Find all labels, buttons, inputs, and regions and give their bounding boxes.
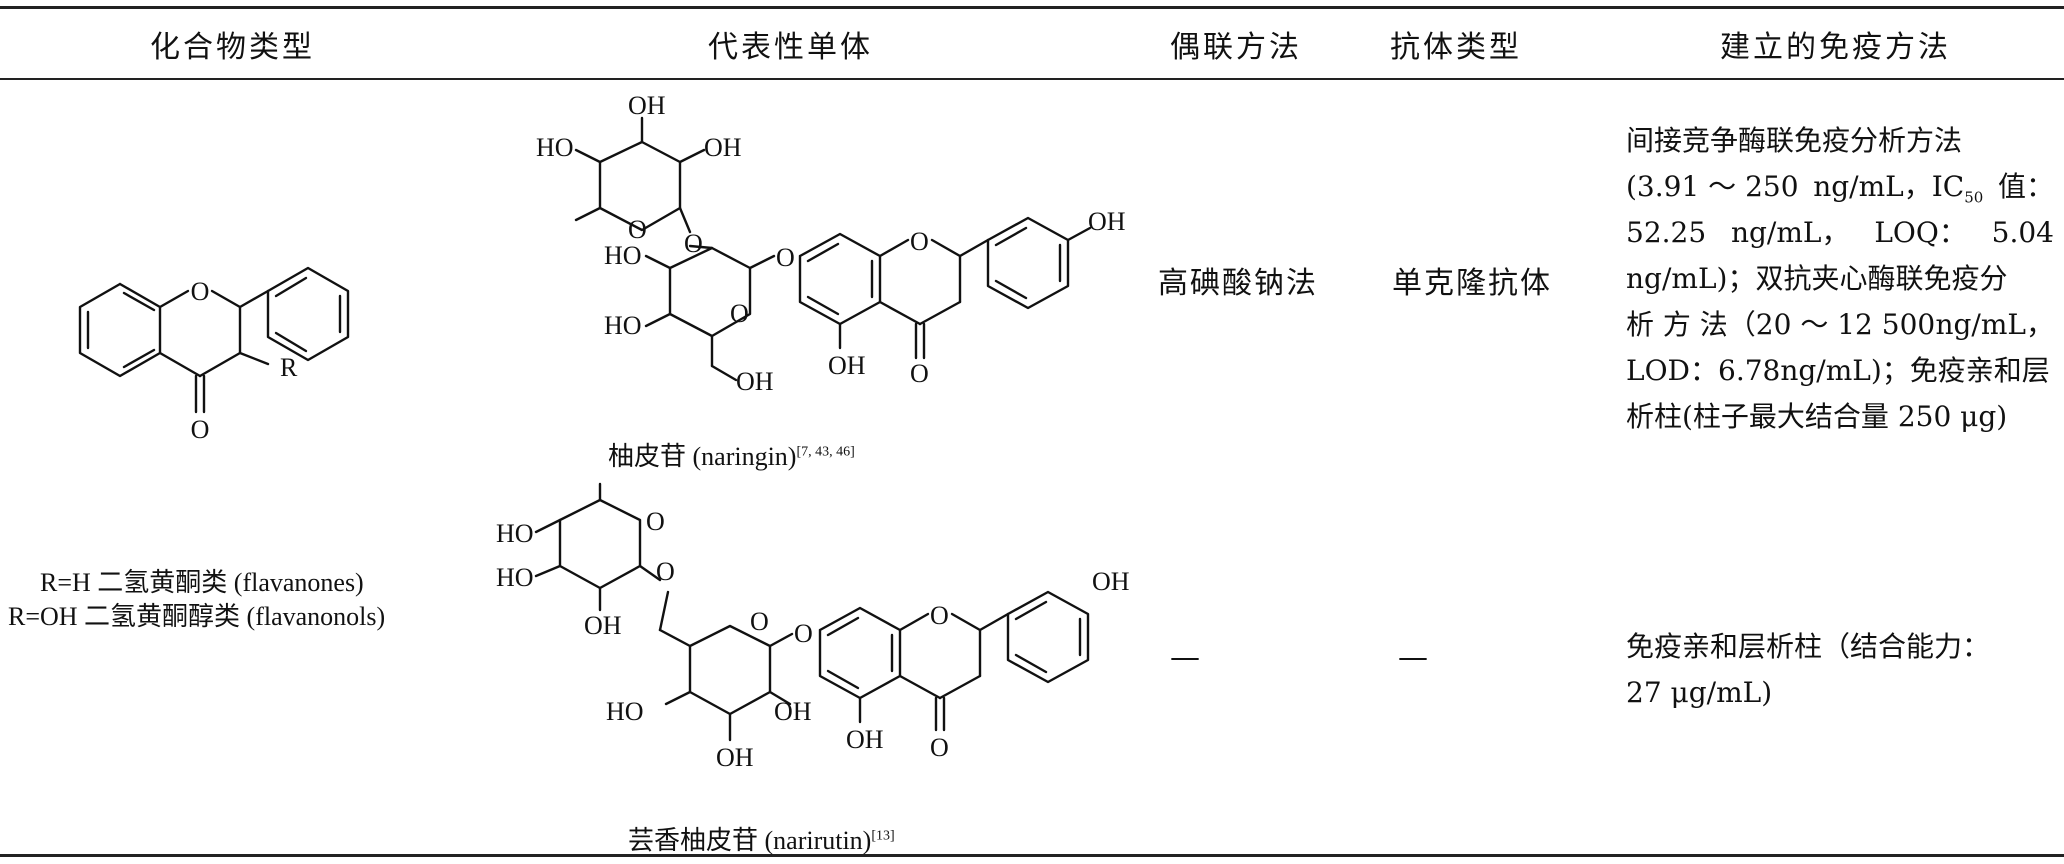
row1-method-line: ng/mL)；双抗夹心酶联免疫分 [1626,256,2054,302]
row1-coupling: 高碘酸钠法 [1158,266,1318,301]
naringin-o-link-2: O [776,243,795,272]
narirutin-ho-3: HO [606,697,644,726]
row1-method-line: (3.91 ～ 250 ng/mL，IC50 值： [1626,164,2054,210]
naringin-o-keto: O [910,359,929,388]
narirutin-reference: [13] [871,828,895,844]
narirutin-o-ring-3: O [930,601,949,630]
naringin-name: 柚皮苷 (naringin)[7, 43, 46] [608,436,855,473]
narirutin-o-ring-2: O [750,607,769,636]
narirutin-oh-2: OH [774,697,812,726]
row1-method-seg: 52.25 [1626,216,1707,249]
narirutin-oh-1: OH [584,611,622,640]
row1-method-line: 析柱(柱子最大结合量 250 μg) [1626,394,2054,440]
row1-method-seg: 值： [1997,170,2054,203]
narirutin-oh-4: OH [846,725,884,754]
naringin-ho-3: HO [604,311,642,340]
naringin-oh-4: OH [828,351,866,380]
row1-method-line: LOD：6.78ng/mL)；免疫亲和层 [1626,348,2054,394]
naringin-o-ring-3: O [910,227,929,256]
row2-method-seg: 27 μg/mL) [1626,676,1773,709]
row2-method-line: 免疫亲和层析柱（结合能力： [1626,624,2054,670]
row1-method-seg: 5.04 [1991,216,2054,249]
narirutin-structure: HO O HO OH O O O HO OH OH O OH O OH [496,482,1130,772]
row1-method-line: 52.25 ng/mL， LOQ： 5.04 [1626,210,2054,256]
naringin-ho-2: HO [604,241,642,270]
narirutin-o-link-2: O [794,619,813,648]
narirutin-oh-5: OH [1092,567,1130,596]
narirutin-o-link-1: O [656,557,675,586]
naringin-oh-3: OH [736,367,774,396]
naringin-structure: OH HO OH O O HO HO O OH O O OH O OH [536,91,1126,396]
naringin-o-ring-1: O [628,215,647,244]
row1-methods: 间接竞争酶联免疫分析方法 (3.91 ～ 250 ng/mL，IC50 值： 5… [1626,118,2054,440]
row1-method-seg: (3.91 ～ 250 [1626,170,1799,203]
row1-method-seg: 间接竞争酶联免疫分析方法 [1626,124,1963,157]
header-antibody: 抗体类型 [1390,30,1522,65]
row1-method-line: 析 方 法（20 ～ 12 500 ng/mL， [1626,302,2054,348]
row2-methods: 免疫亲和层析柱（结合能力： 27 μg/mL) [1626,624,2054,716]
narirutin-o-keto: O [930,733,949,762]
naringin-oh-1: OH [628,91,666,120]
row1-method-seg: 析 方 法（20 ～ 12 500 [1626,308,1936,341]
table-top-rule [0,6,2064,9]
header-monomer: 代表性单体 [708,30,873,65]
header-bottom-rule [0,78,2064,80]
header-coupling: 偶联方法 [1170,30,1302,65]
ring-oxygen-label: O [191,277,210,306]
row1-method-seg-ic: ng/mL，IC50 [1813,164,1983,210]
row1-method-seg: ng/mL，IC [1813,170,1965,203]
r-group-label: R [280,353,298,382]
row2-antibody: — [1398,640,1430,675]
naringin-o-ring-2: O [730,299,749,328]
row1-method-seg: ng/mL， [1730,216,1850,249]
narirutin-ho-2: HO [496,563,534,592]
row1-method-seg: LOQ： [1874,216,1967,249]
flavanonols-label: R=OH 二氢黄酮醇类 (flavanonols) [8,602,386,631]
table-bottom-rule [0,854,2064,857]
row1-method-seg: 析柱(柱子最大结合量 250 μg) [1626,400,2008,433]
naringin-oh-2: OH [704,133,742,162]
naringin-reference: [7, 43, 46] [796,444,855,460]
narirutin-name: 芸香柚皮苷 (narirutin)[13] [628,820,895,857]
row1-method-line: 间接竞争酶联免疫分析方法 [1626,118,2054,164]
row1-antibody: 单克隆抗体 [1392,266,1552,301]
header-method: 建立的免疫方法 [1720,30,1951,65]
ic50-subscript: 50 [1964,188,1984,207]
narirutin-oh-3: OH [716,743,754,772]
header-compound-type: 化合物类型 [150,30,315,65]
carbonyl-oxygen-label: O [191,415,210,444]
naringin-ho-1: HO [536,133,574,162]
row2-method-seg: 免疫亲和层析柱（结合能力： [1626,630,1991,663]
naringin-name-text: 柚皮苷 (naringin) [608,442,797,471]
narirutin-o-ring-1: O [646,507,665,536]
flavanones-label: R=H 二氢黄酮类 (flavanones) [40,568,364,597]
narirutin-ho-1: HO [496,519,534,548]
row1-method-seg: ng/mL)；双抗夹心酶联免疫分 [1626,262,2008,295]
narirutin-name-text: 芸香柚皮苷 (narirutin) [628,826,872,855]
row1-method-seg: ng/mL， [1935,308,2054,341]
flavanone-core-structure: O O R [78,266,350,444]
row1-method-seg: LOD：6.78ng/mL)；免疫亲和层 [1626,354,2050,387]
naringin-oh-5: OH [1088,207,1126,236]
row2-method-line: 27 μg/mL) [1626,670,2054,716]
row2-coupling: — [1170,640,1202,675]
naringin-o-link-1: O [684,229,703,258]
